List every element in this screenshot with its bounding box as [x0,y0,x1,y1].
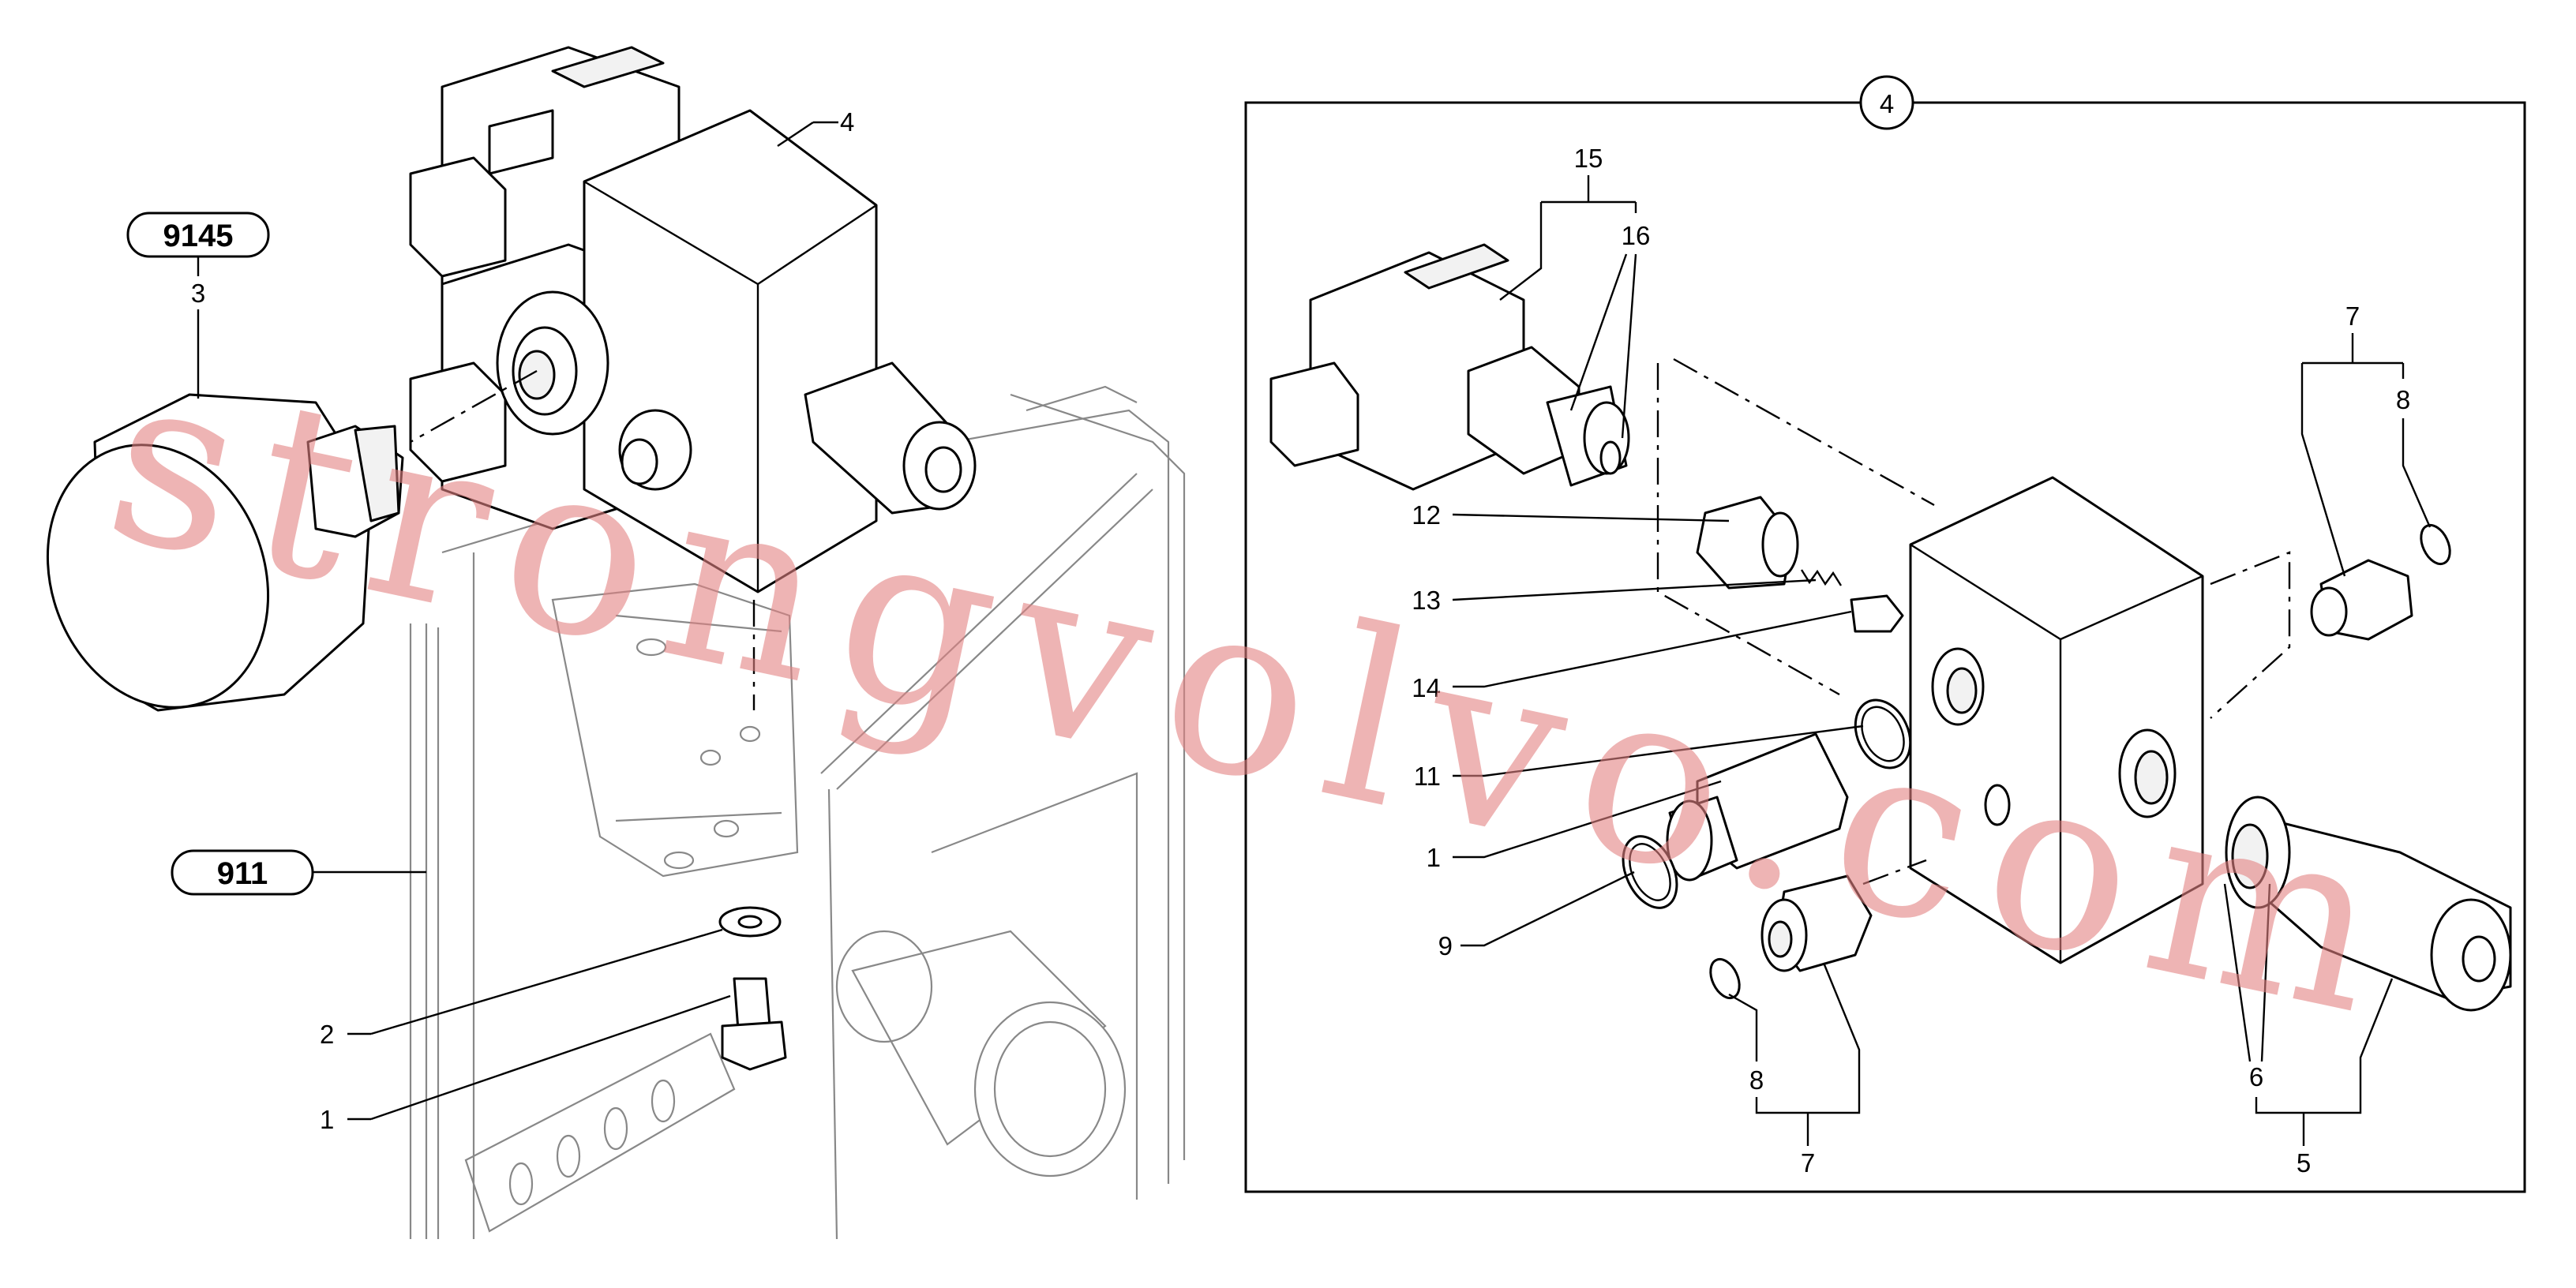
part-number-16: 16 [1622,221,1651,250]
part-number-10: 1 [1427,843,1441,872]
part-number-6: 6 [2249,1062,2263,1091]
part-number-13: 13 [1412,586,1441,615]
detail-view-4: 4 [1244,75,2526,1193]
badge-9145-text: 9145 [163,219,234,253]
leader-2: 2 [320,928,723,1049]
machine-frame-background [409,385,1186,1240]
badge-911-text: 911 [217,856,268,891]
part-number-2: 2 [320,1020,334,1049]
part-number-12: 12 [1412,500,1441,530]
part-number-1: 1 [320,1105,334,1134]
part-number-3: 3 [191,279,205,308]
part-number-15: 15 [1574,144,1603,173]
part-number-11: 11 [1414,762,1441,791]
part-number-4: 4 [840,107,854,137]
callout-9145: 9145 3 [126,212,270,399]
leader-4: 4 [777,107,854,147]
part-number-9: 9 [1438,931,1453,960]
part-number-7-lower: 7 [1801,1148,1815,1178]
callout-911: 911 [171,849,426,896]
part-number-7-upper: 7 [2345,301,2360,331]
valve-block-assembly [409,46,977,710]
pressure-gauge [46,393,404,712]
washer-and-bolt [718,906,787,1071]
detail-badge-4-text: 4 [1880,89,1894,118]
leader-1: 1 [320,994,731,1134]
part-number-14: 14 [1412,673,1441,702]
part-number-8-lower: 8 [1749,1065,1764,1095]
part-number-8-upper: 8 [2396,385,2410,414]
part-number-5: 5 [2297,1148,2311,1178]
